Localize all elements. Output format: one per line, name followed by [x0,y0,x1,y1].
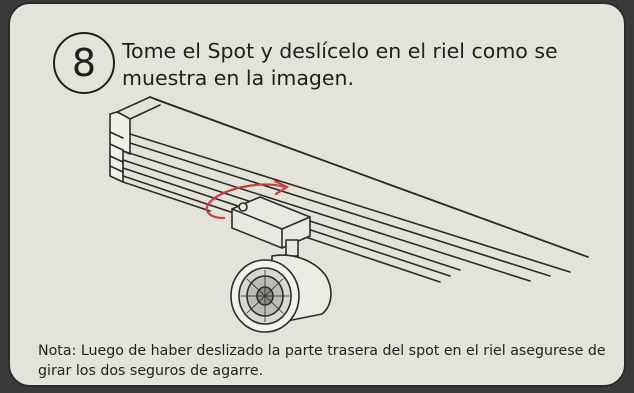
track-rail-illustration [109,96,589,283]
rotation-arrow-icon [205,179,290,220]
instruction-text: Tome el Spot y deslícelo en el riel como… [122,39,558,90]
spotlight-illustration [230,196,332,333]
spot-rail-illustration [109,96,589,333]
step-number: 8 [71,41,97,85]
instruction-card: 8 Tome el Spot y deslícelo en el riel co… [8,2,626,387]
step-number-badge: 8 [53,32,115,94]
note-text: Nota: Luego de haber deslizado la parte … [38,343,606,379]
